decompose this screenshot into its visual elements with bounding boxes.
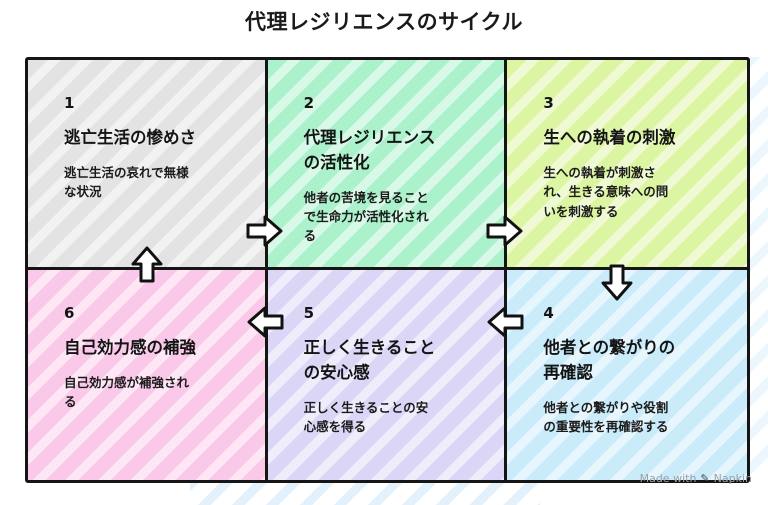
step-6-card: 6 自己効力感の補強 自己効力感が補強される <box>28 270 268 480</box>
diagram-title: 代理レジリエンスのサイクル <box>244 10 524 34</box>
step-description: 自己効力感が補強される <box>64 374 190 410</box>
step-description: 他者の苦境を見ることで生命力が活性化される <box>303 189 429 244</box>
arrow-4-to-5-icon <box>486 305 524 339</box>
step-description: 正しく生きることの安心感を得る <box>303 399 429 434</box>
step-title: 正しく生きることの安心感 <box>303 338 436 382</box>
watermark-brand: Napkin <box>713 472 752 485</box>
made-with-napkin-watermark: Made with ✎ Napkin <box>640 472 752 485</box>
step-number: 1 <box>64 94 75 112</box>
step-description: 逃亡生活の哀れで無様な状況 <box>64 164 189 200</box>
step-1-card: 1 逃亡生活の惨めさ 逃亡生活の哀れで無様な状況 <box>28 60 268 270</box>
arrow-2-to-3-icon <box>486 214 524 248</box>
step-description: 他者との繋がりや役割の重要性を再確認する <box>543 399 669 434</box>
step-number: 6 <box>64 304 75 322</box>
step-5-card: 5 正しく生きることの安心感 正しく生きることの安心感を得る <box>267 270 508 480</box>
decorative-scribble-right <box>748 57 768 477</box>
step-number: 4 <box>543 304 554 322</box>
step-3-card: 3 生への執着の刺激 生への執着が刺激され、生きる意味への問いを刺激する <box>507 60 747 270</box>
step-title: 逃亡生活の惨めさ <box>64 128 196 147</box>
step-title: 生への執着の刺激 <box>543 128 676 147</box>
arrow-6-to-1-icon <box>130 245 164 283</box>
arrow-5-to-6-icon <box>246 305 284 339</box>
step-number: 5 <box>303 304 315 322</box>
step-number: 2 <box>303 94 315 112</box>
arrow-3-to-4-icon <box>600 264 634 302</box>
step-title: 自己効力感の補強 <box>64 338 196 357</box>
step-number: 3 <box>543 94 554 112</box>
decorative-scribble-bottom <box>190 479 540 505</box>
watermark-prefix: Made with <box>639 472 697 485</box>
pen-icon: ✎ <box>700 472 710 485</box>
step-description: 生への執着が刺激され、生きる意味への問いを刺激する <box>543 164 669 219</box>
step-title: 代理レジリエンスの活性化 <box>303 128 436 172</box>
arrow-1-to-2-icon <box>246 214 284 248</box>
step-2-card: 2 代理レジリエンスの活性化 他者の苦境を見ることで生命力が活性化される <box>267 60 508 270</box>
step-title: 他者との繋がりの再確認 <box>543 338 676 382</box>
